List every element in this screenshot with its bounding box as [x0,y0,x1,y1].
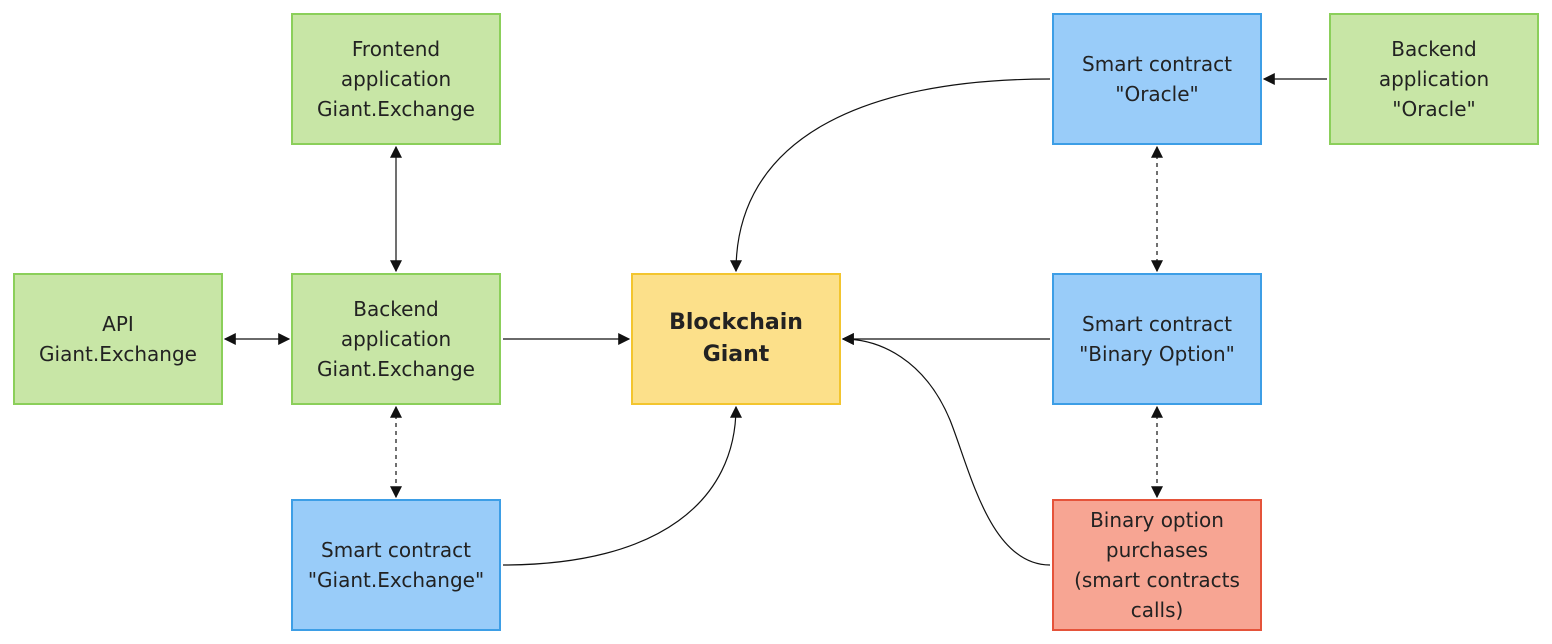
node-frontend-app: Frontend application Giant.Exchange [291,13,501,145]
node-blockchain-line-1: Blockchain [669,310,803,335]
node-blockchain: Blockchain Giant [631,273,841,405]
node-binary-option-purchases: Binary option purchases (smart contracts… [1052,499,1262,631]
node-smart-contract-oracle-line-2: "Oracle" [1115,82,1199,106]
node-binary-option-purchases-line-3: (smart contracts [1074,568,1240,592]
node-backend-oracle: Backend application "Oracle" [1329,13,1539,145]
node-smart-contract-binary-option: Smart contract "Binary Option" [1052,273,1262,405]
node-smart-contract-oracle-line-1: Smart contract [1082,52,1232,76]
node-smart-contract-exchange: Smart contract "Giant.Exchange" [291,499,501,631]
node-frontend-app-line-1: Frontend [351,37,441,61]
node-binary-option-purchases-line-1: Binary option [1090,508,1224,532]
node-frontend-app-line-3: Giant.Exchange [317,97,475,121]
node-backend-oracle-line-3: "Oracle" [1392,97,1476,121]
edge-sc-exchange-blockchain [502,405,742,566]
node-backend-app-line-1: Backend [353,297,439,321]
node-backend-app-line-3: Giant.Exchange [317,357,475,381]
node-smart-contract-exchange-line-2: "Giant.Exchange" [307,568,485,592]
node-binary-option-purchases-line-2: purchases [1105,538,1209,562]
node-smart-contract-oracle: Smart contract "Oracle" [1052,13,1262,145]
node-api-line-1: API [102,312,134,336]
node-blockchain-line-2: Giant [702,342,770,367]
node-backend-app-line-2: application [340,327,452,351]
node-backend-app: Backend application Giant.Exchange [291,273,501,405]
node-smart-contract-exchange-line-1: Smart contract [321,538,471,562]
node-smart-contract-binary-option-line-2: "Binary Option" [1079,342,1235,366]
node-backend-oracle-line-1: Backend [1391,37,1477,61]
node-api-line-2: Giant.Exchange [39,342,197,366]
node-smart-contract-binary-option-line-1: Smart contract [1082,312,1232,336]
node-backend-oracle-line-2: application [1378,67,1490,91]
node-api: API Giant.Exchange [13,273,223,405]
node-binary-option-purchases-line-4: calls) [1130,598,1184,622]
edge-sc-oracle-blockchain [730,78,1051,273]
node-frontend-app-line-2: application [340,67,452,91]
edge-purchases-blockchain [841,333,1051,566]
